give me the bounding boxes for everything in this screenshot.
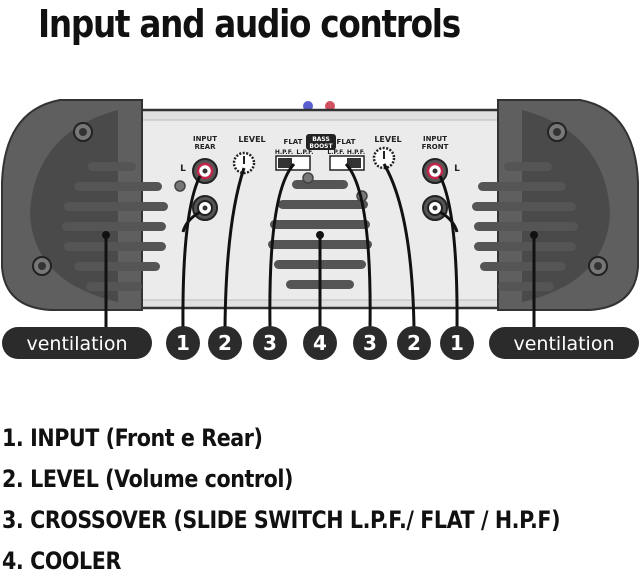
- svg-text:1: 1: [450, 331, 464, 355]
- ventilation-label-left: ventilation: [26, 333, 127, 355]
- hpf-label-right: H.P.F.: [347, 149, 365, 156]
- callout-badge-3-left: 3: [253, 326, 287, 360]
- bass-boost-label-2: BOOST: [309, 143, 333, 150]
- channel-l-label-right: L: [454, 164, 460, 174]
- rca-jack-rear-l: [192, 158, 218, 184]
- input-rear-label-2: REAR: [195, 143, 217, 151]
- svg-text:3: 3: [363, 331, 377, 355]
- svg-text:4: 4: [313, 331, 327, 355]
- flat-label-left: FLAT: [284, 138, 303, 146]
- left-vents: [62, 162, 168, 291]
- legend-list: 1. INPUT (Front e Rear) 2. LEVEL (Volume…: [2, 418, 640, 582]
- level-label-right: LEVEL: [374, 135, 401, 144]
- level-label-left: LEVEL: [238, 135, 265, 144]
- hpf-label-left: H.P.F.: [275, 149, 293, 156]
- amplifier-diagram: INPUT REAR L LEVEL FLAT FLAT BASS BOOST …: [1, 99, 639, 360]
- leader-lines: [102, 162, 538, 329]
- callout-badge-4: 4: [303, 326, 337, 360]
- lpf-label-right: L.P.F.: [327, 149, 344, 156]
- crossover-switch-left: [275, 155, 311, 171]
- svg-text:2: 2: [407, 331, 421, 355]
- right-vents: [472, 162, 578, 291]
- input-front-label-1: INPUT: [423, 135, 447, 143]
- crossover-switch-right: [329, 155, 365, 171]
- page-title: Input and audio controls: [38, 2, 461, 46]
- screw-icon: [32, 122, 608, 276]
- level-knob-right: [372, 146, 396, 170]
- flat-label-right: FLAT: [337, 138, 356, 146]
- top-connectors: [303, 101, 335, 111]
- ventilation-label-right: ventilation: [513, 333, 614, 355]
- level-knob-left: [232, 151, 256, 175]
- legend-item-level: 2. LEVEL (Volume control): [2, 465, 294, 493]
- callout-badge-3-right: 3: [353, 326, 387, 360]
- legend-item-input: 1. INPUT (Front e Rear): [2, 424, 263, 452]
- svg-text:3: 3: [263, 331, 277, 355]
- callout-badge-2-left: 2: [208, 326, 242, 360]
- callout-badge-2-right: 2: [397, 326, 431, 360]
- lpf-label-left: L.P.F.: [296, 149, 313, 156]
- rca-jack-front-r: [422, 195, 448, 221]
- rca-jack-front-l: [422, 158, 448, 184]
- legend-item-cooler: 4. COOLER: [2, 547, 121, 575]
- legend-item-crossover: 3. CROSSOVER (SLIDE SWITCH L.P.F./ FLAT …: [2, 506, 561, 534]
- callout-badge-1-left: 1: [166, 326, 200, 360]
- input-rear-label-1: INPUT: [193, 135, 217, 143]
- svg-text:2: 2: [218, 331, 232, 355]
- rca-jack-rear-r: [192, 195, 218, 221]
- svg-text:1: 1: [176, 331, 190, 355]
- callout-badge-1-right: 1: [440, 326, 474, 360]
- input-front-label-2: FRONT: [422, 143, 449, 151]
- bass-boost-label-1: BASS: [312, 136, 330, 143]
- ventilation-callout-right: ventilation: [489, 327, 639, 359]
- ventilation-callout-left: ventilation: [2, 327, 152, 359]
- channel-l-label-left: L: [180, 164, 186, 174]
